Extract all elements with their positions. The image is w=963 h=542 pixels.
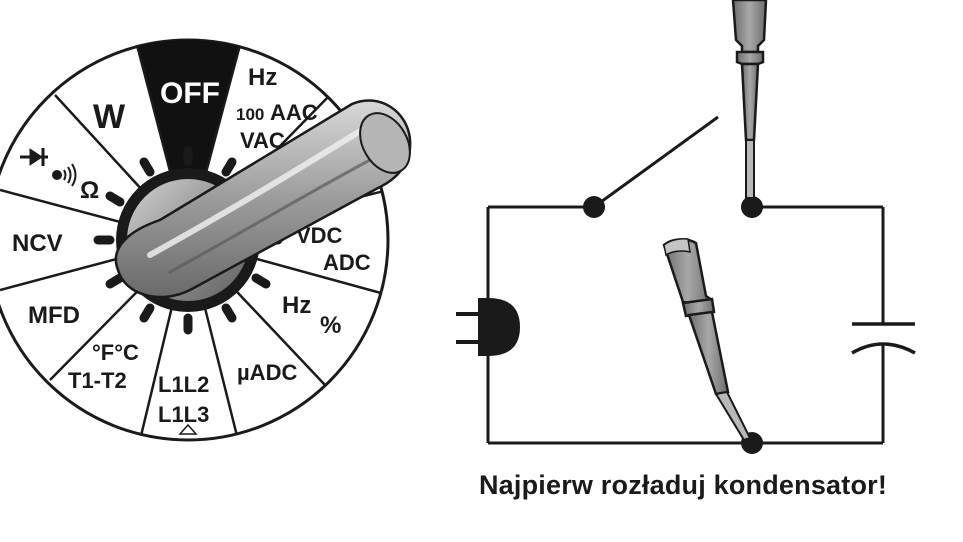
label-mfd: MFD — [28, 302, 80, 329]
label-off: OFF — [160, 77, 220, 110]
warning-caption: Najpierw rozładuj kondensator! — [478, 470, 888, 500]
label-w: W — [93, 98, 126, 136]
label-l1l2: L1L2 — [158, 372, 209, 397]
label-ncv: NCV — [12, 230, 63, 257]
test-probe-lower — [662, 238, 752, 442]
label-temp: °F°C — [92, 340, 139, 365]
label-hz-bottom: Hz — [282, 292, 311, 319]
continuity-icon — [52, 163, 77, 187]
capacitor-symbol — [851, 322, 916, 355]
diode-icon — [20, 148, 48, 166]
label-l1l3: L1L3 — [158, 402, 209, 427]
label-aac: AAC — [270, 100, 318, 125]
circuit-diagram — [456, 0, 916, 454]
label-hz-top: Hz — [248, 64, 277, 91]
open-switch — [583, 115, 763, 218]
label-adc: ADC — [323, 250, 371, 275]
circuit-wires — [486, 205, 885, 445]
label-t1t2: T1-T2 — [68, 368, 127, 393]
knob-handle[interactable] — [114, 99, 420, 299]
label-percent: % — [320, 312, 341, 339]
test-probe-upper — [731, 0, 768, 199]
plug-icon — [456, 298, 520, 356]
label-aac-prefix: 100 — [236, 105, 264, 124]
dial-pointer-notch — [178, 423, 198, 435]
off-segment — [137, 40, 240, 240]
label-ohm: Ω — [80, 177, 99, 204]
rotary-dial[interactable]: OFF Hz 100 AAC VAC W Ω NCV MFD °F°C T1-T… — [0, 38, 420, 442]
label-uadc: µADC — [237, 360, 297, 385]
